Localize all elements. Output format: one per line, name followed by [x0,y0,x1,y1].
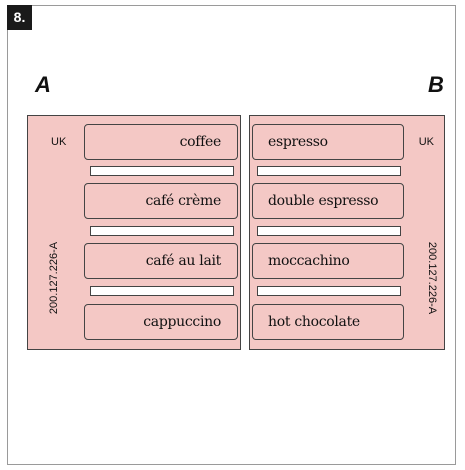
divider-slot [90,226,234,236]
divider-slot [257,226,401,236]
panel-a: UK 200.127.226-A coffee café crème café … [27,115,241,350]
panel-a-letter: A [35,72,51,97]
hot-chocolate-button[interactable]: hot chocolate [252,304,404,340]
panel-b-country-label: UK [418,136,434,148]
cappuccino-button[interactable]: cappuccino [84,304,238,340]
cafe-au-lait-button[interactable]: café au lait [84,243,238,279]
panel-b: UK 200.127.226-A espresso double espress… [249,115,445,350]
divider-slot [257,166,401,176]
espresso-button[interactable]: espresso [252,124,404,160]
panel-a-country-label: UK [51,136,67,148]
cafe-creme-button[interactable]: café crème [84,183,238,219]
panel-a-part-code: 200.127.226-A [48,241,61,315]
double-espresso-button[interactable]: double espresso [252,183,404,219]
divider-slot [257,286,401,296]
step-number-badge: 8. [7,5,32,30]
panel-b-part-code: 200.127.226-A [426,241,439,315]
moccachino-button[interactable]: moccachino [252,243,404,279]
panel-b-letter: B [428,72,444,97]
divider-slot [90,286,234,296]
coffee-button[interactable]: coffee [84,124,238,160]
figure-frame [7,5,456,465]
divider-slot [90,166,234,176]
